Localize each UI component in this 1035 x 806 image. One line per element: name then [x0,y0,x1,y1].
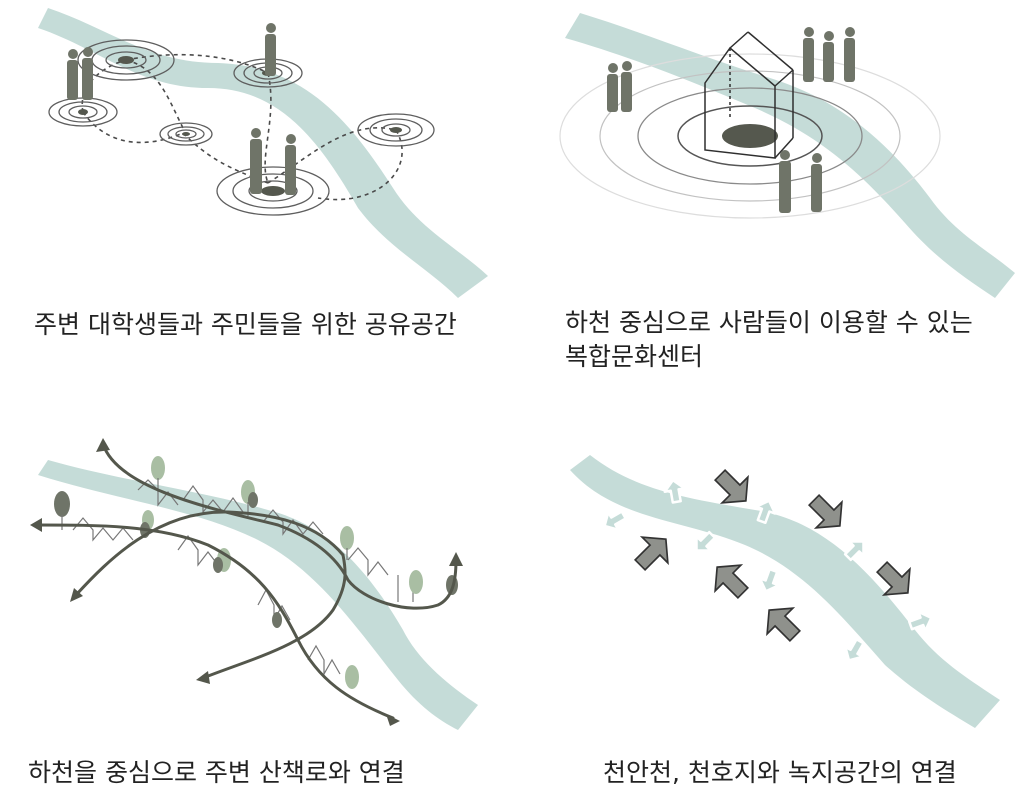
river [38,460,478,730]
caption-shared-space: 주변 대학생들과 주민들을 위한 공유공간 [34,310,457,339]
center-ground [722,124,778,148]
panel-green-connection [525,430,1025,730]
ripple-rings [559,53,941,219]
ripple-center [182,132,190,136]
trail-paths [36,442,458,720]
ripple-ring [357,113,435,147]
ripple-center [118,56,134,64]
arrow-icons [633,468,911,643]
caption-cultural-center-line1: 하천 중심으로 사람들이 이용할 수 있는 [565,308,973,337]
trail-connection-diagram [30,438,478,730]
ripple-ring [159,122,213,146]
house-wireframe-icon [704,31,794,159]
panel-trail-connection [18,430,518,730]
caption-cultural-center-line2: 복합문화센터 [565,342,704,371]
trail-cross-right [201,553,347,680]
shared-space-diagram [38,8,488,298]
cultural-center-diagram [559,13,1015,298]
people-silhouettes [67,23,296,195]
ripple-center [78,109,88,115]
panel-shared-space [18,8,518,308]
ripple-center [261,186,285,196]
river [38,8,488,298]
caption-green-connection: 천안천, 천호지와 녹지공간의 연결 [603,758,957,787]
people-silhouettes [607,27,855,213]
trail-lower [36,523,395,720]
ripple-ring [216,166,330,216]
caption-trail-connection: 하천을 중심으로 주변 산책로와 연결 [28,758,405,787]
trail-arrowheads [30,438,463,726]
outflow-arrow-icons [603,478,933,662]
river [570,455,1000,728]
river [565,13,1015,298]
panel-cultural-center [525,8,1025,308]
green-connection-diagram [570,455,1000,728]
ripple-center [390,127,402,133]
trail-cross-left [74,510,345,597]
trail-upper [101,442,458,610]
